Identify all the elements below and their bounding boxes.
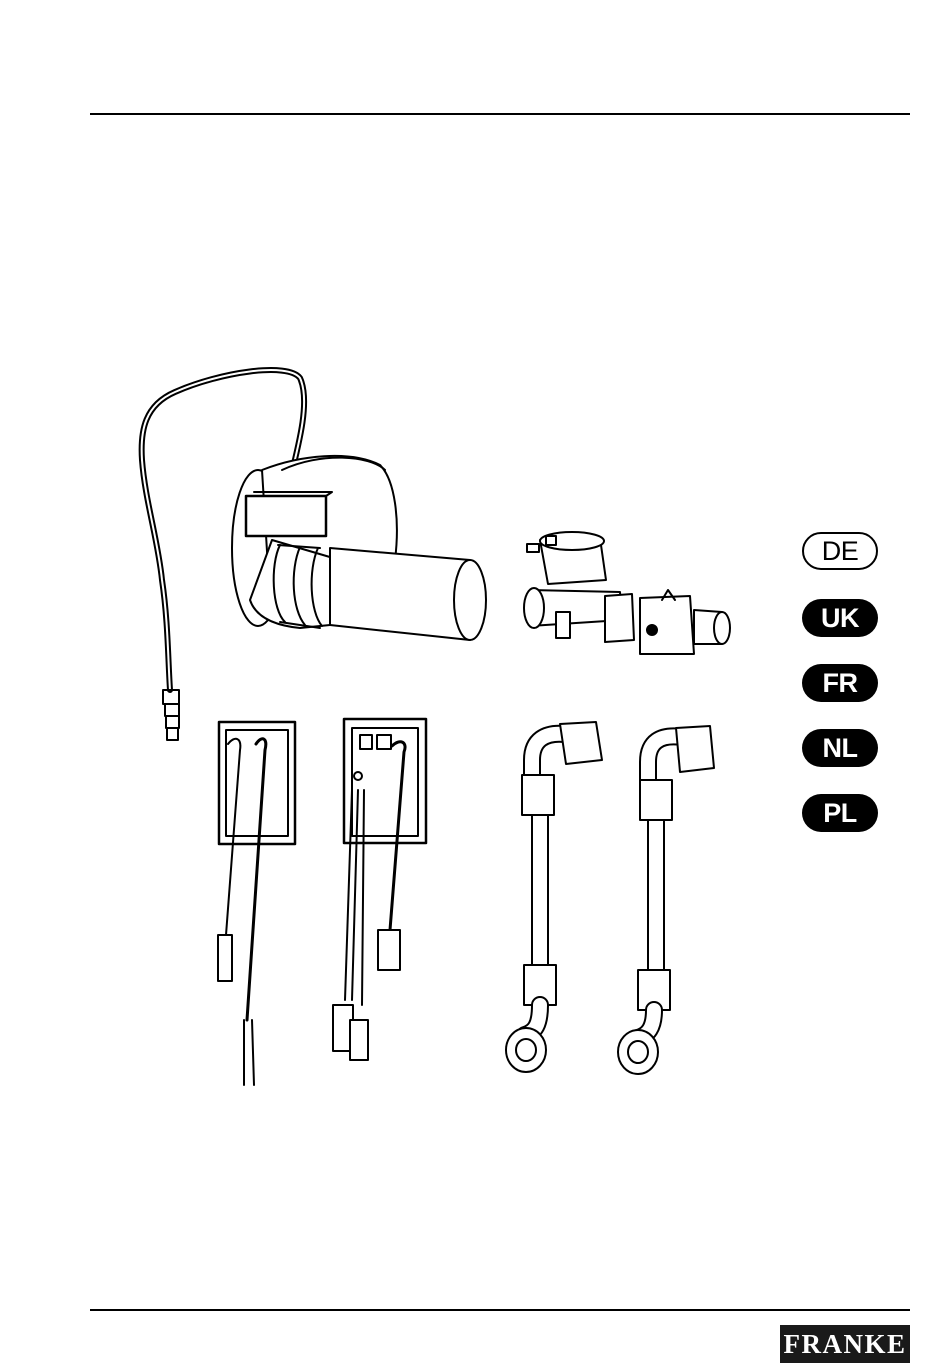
sensor-unit-drawing <box>232 456 486 640</box>
franke-logo: FRANKE <box>780 1325 910 1363</box>
language-badge-uk: UK <box>802 599 878 637</box>
language-badge-pl: PL <box>802 794 878 832</box>
hose-2-drawing <box>618 726 714 1074</box>
logo-text: FRANKE <box>784 1329 907 1360</box>
control-box-2-drawing <box>333 719 426 1060</box>
language-badge-nl: NL <box>802 729 878 767</box>
hose-1-drawing <box>506 722 602 1072</box>
control-box-1-drawing <box>218 722 295 1085</box>
language-badge-fr: FR <box>802 664 878 702</box>
language-badge-de: DE <box>802 532 878 570</box>
solenoid-valve-drawing <box>524 532 730 654</box>
bottom-rule <box>90 1309 910 1311</box>
